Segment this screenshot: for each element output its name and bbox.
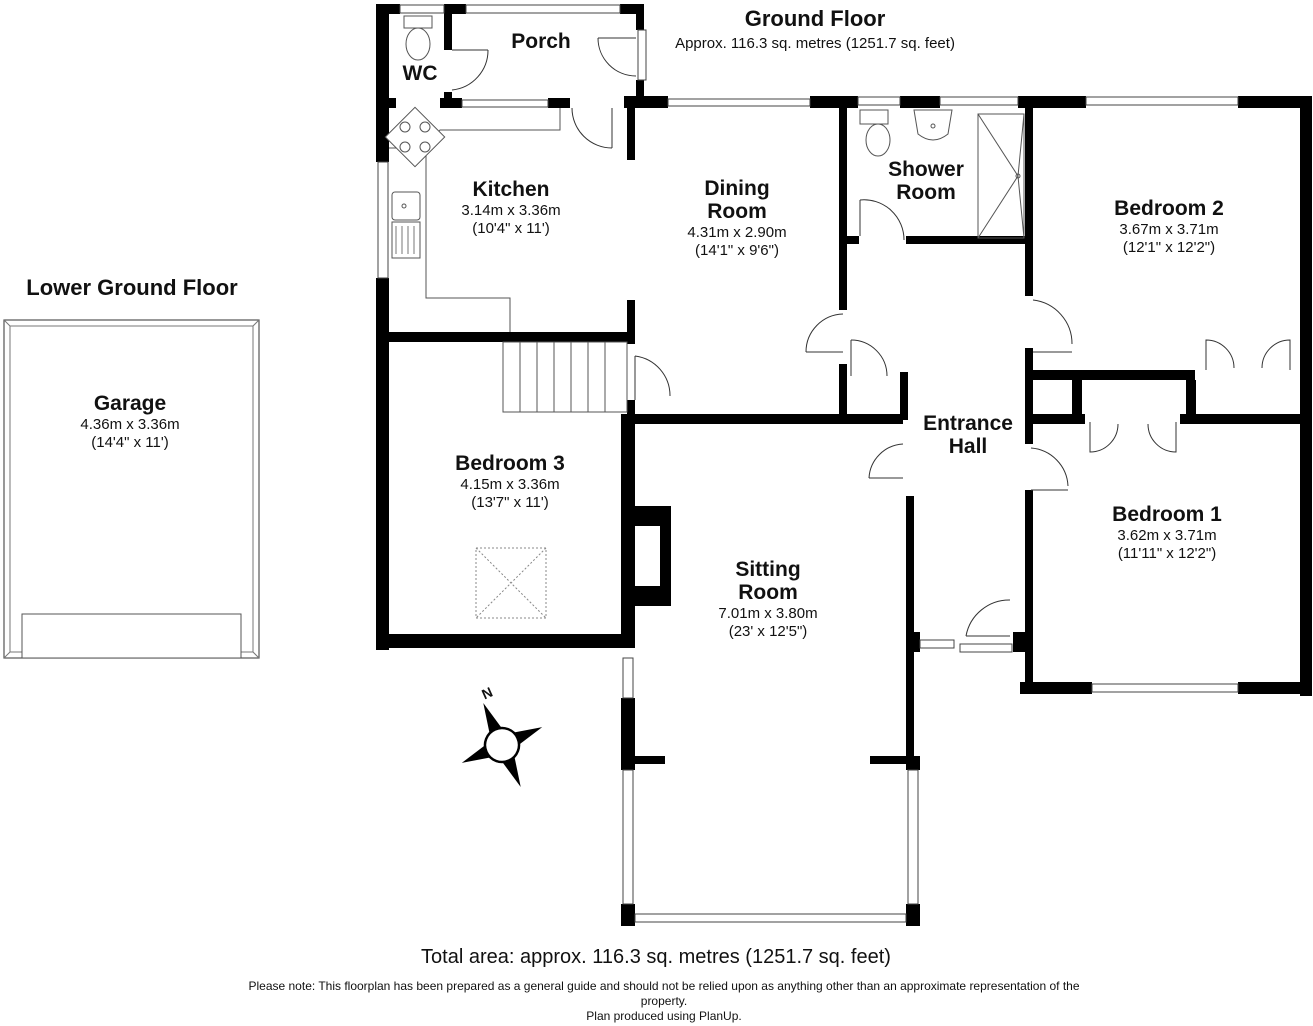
kitchen-metric: 3.14m x 3.36m xyxy=(461,202,560,219)
windows xyxy=(377,4,1239,923)
dining-metric: 4.31m x 2.90m xyxy=(687,224,786,241)
total-area: Total area: approx. 116.3 sq. metres (12… xyxy=(421,946,891,968)
bedroom3-metric: 4.15m x 3.36m xyxy=(460,476,559,493)
doors xyxy=(451,37,1291,637)
bedroom2-label: Bedroom 2 xyxy=(1114,197,1224,220)
garage-imperial: (14'4" x 11') xyxy=(91,434,168,451)
shower-tray-icon xyxy=(977,113,1025,239)
garage-metric: 4.36m x 3.36m xyxy=(80,416,179,433)
walls xyxy=(376,4,1312,926)
shower-toilet-icon xyxy=(859,109,891,157)
kitchen-label: Kitchen xyxy=(472,178,549,201)
bedroom3-label: Bedroom 3 xyxy=(455,452,565,475)
shower-label-2: Room xyxy=(896,181,956,204)
disclaimer-line3: Plan produced using PlanUp. xyxy=(586,1009,741,1023)
compass-icon xyxy=(461,702,543,788)
porch-label: Porch xyxy=(511,30,571,53)
loft-hatch xyxy=(475,547,547,619)
garage-label: Garage xyxy=(94,392,166,415)
compass-north-label: N xyxy=(479,684,495,703)
sitting-label-2: Room xyxy=(738,581,798,604)
sitting-imperial: (23' x 12'5") xyxy=(729,623,808,640)
ground-floor-title: Ground Floor xyxy=(745,6,886,31)
kitchen-imperial: (10'4" x 11') xyxy=(472,220,549,237)
bedroom1-imperial: (11'11" x 12'2") xyxy=(1118,545,1216,562)
wc-label: WC xyxy=(403,62,438,85)
entrance-label-1: Entrance xyxy=(923,412,1013,435)
garage-door xyxy=(21,613,242,659)
bedroom1-metric: 3.62m x 3.71m xyxy=(1117,527,1216,544)
disclaimer-line2: property. xyxy=(641,994,687,1008)
sitting-label-1: Sitting xyxy=(735,558,800,581)
garage-outline xyxy=(3,319,260,659)
fixtures xyxy=(384,15,1025,619)
toilet-icon xyxy=(403,15,433,61)
dining-label-1: Dining xyxy=(704,177,769,200)
bedroom2-imperial: (12'1" x 12'2") xyxy=(1123,239,1215,256)
ground-floor-area: Approx. 116.3 sq. metres (1251.7 sq. fee… xyxy=(675,35,955,52)
lower-ground-floor-title: Lower Ground Floor xyxy=(26,275,238,300)
entrance-label-2: Hall xyxy=(949,435,988,458)
bedroom1-label: Bedroom 1 xyxy=(1112,503,1222,526)
sink-icon xyxy=(391,191,421,259)
bedroom2-metric: 3.67m x 3.71m xyxy=(1119,221,1218,238)
bedroom3-imperial: (13'7" x 11') xyxy=(471,494,548,511)
basin-icon xyxy=(913,109,953,141)
dining-label-2: Room xyxy=(707,200,767,223)
stairs-icon xyxy=(502,341,628,413)
sitting-metric: 7.01m x 3.80m xyxy=(718,605,817,622)
hob-icon xyxy=(384,106,446,168)
dining-imperial: (14'1" x 9'6") xyxy=(695,242,779,259)
shower-label-1: Shower xyxy=(888,158,964,181)
disclaimer-line1: Please note: This floorplan has been pre… xyxy=(248,979,1079,993)
